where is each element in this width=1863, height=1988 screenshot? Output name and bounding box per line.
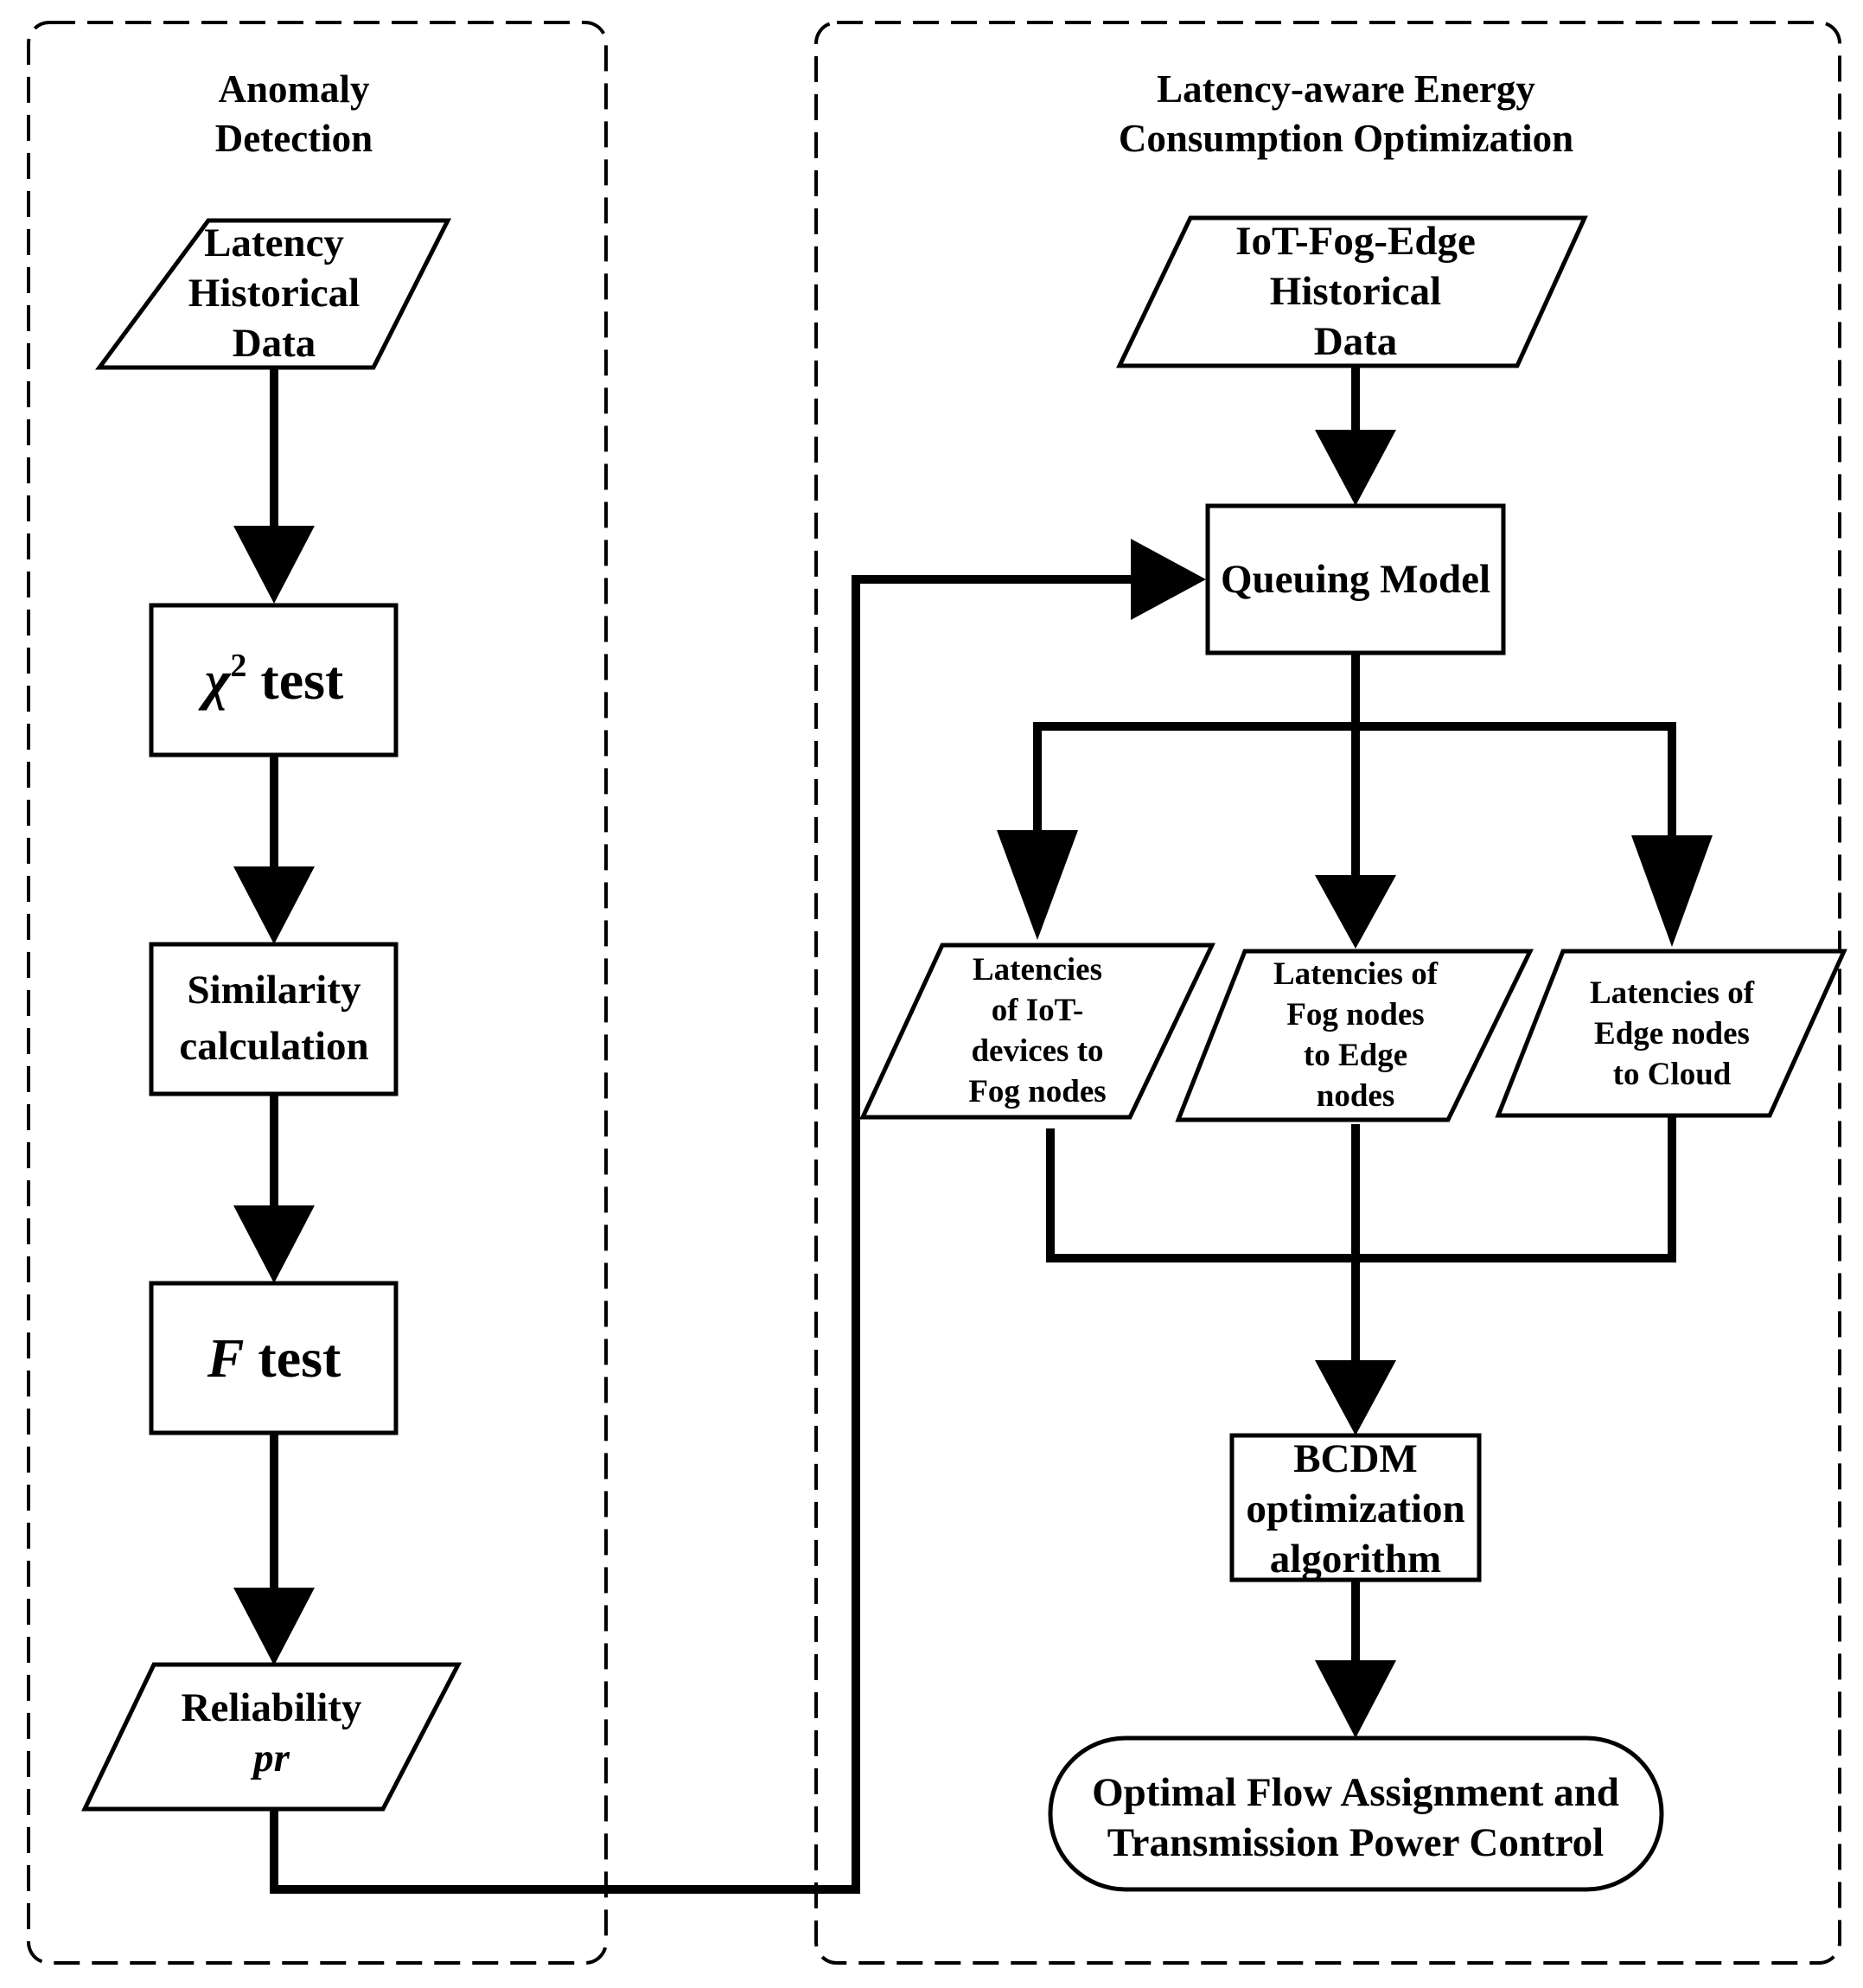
anomaly-detection-panel [27, 21, 608, 1965]
data-parallelogram [81, 1662, 463, 1812]
connectors [270, 366, 1676, 1894]
latency-fog-edge-line1: Latencies of [1273, 956, 1439, 992]
latency-edge-cloud-line1: Latencies of [1590, 975, 1755, 1011]
anomaly-detection-title-line2: Detection [215, 117, 373, 160]
data-parallelogram [859, 943, 1215, 1120]
queuing-model-node: Queuing Model [1205, 503, 1506, 655]
iot-data-label-line1: IoT-Fog-Edge [1235, 219, 1476, 264]
process-box [149, 1281, 399, 1435]
latency-fog-edge-line4: nodes [1317, 1078, 1394, 1114]
iot-fog-edge-historical-data-node: IoT-Fog-Edge Historical Data [1116, 215, 1588, 368]
arrowhead-down [997, 830, 1078, 940]
arrowhead-down [1315, 430, 1396, 506]
data-parallelogram [95, 218, 452, 370]
latency-historical-data-node: Latency Historical Data [95, 218, 452, 370]
arrowhead-down [1315, 1660, 1396, 1738]
arrowhead-down [233, 866, 315, 944]
latency-edge-to-cloud-node: Latencies of Edge nodes to Cloud [1495, 949, 1847, 1118]
latency-data-label-line3: Data [233, 321, 316, 366]
latency-fog-edge-line2: Fog nodes [1286, 997, 1424, 1032]
latency-data-label-line1: Latency [204, 221, 344, 265]
chi-square-test-label: χ2 test [198, 648, 344, 711]
bcdm-label-line1: BCDM [1293, 1436, 1418, 1481]
feedback-connector-line [270, 575, 1134, 1894]
reliability-label-line2: pr [250, 1736, 290, 1780]
output-label-line2: Transmission Power Control [1107, 1820, 1604, 1865]
latency-fog-to-edge-node: Latencies of Fog nodes to Edge nodes [1175, 949, 1534, 1122]
arrowheads [233, 430, 1713, 1738]
terminal-box [1048, 1736, 1664, 1892]
latency-edge-cloud-line2: Edge nodes [1594, 1016, 1750, 1052]
arrowhead-down [1315, 875, 1396, 949]
merge-connector-line [1046, 1115, 1676, 1262]
output-label-line1: Optimal Flow Assignment and [1092, 1770, 1619, 1815]
iot-data-label-line3: Data [1314, 319, 1398, 364]
latency-data-label-line2: Historical [188, 271, 360, 316]
similarity-label-line1: Similarity [187, 968, 361, 1013]
similarity-calculation-node: Similarity calculation [149, 942, 399, 1096]
latency-iot-fog-line3: devices to [971, 1033, 1103, 1069]
arrowhead-down [1631, 835, 1713, 947]
latency-iot-fog-line1: Latencies [973, 952, 1102, 988]
energy-optimization-panel [814, 21, 1841, 1965]
anomaly-detection-title-line1: Anomaly [218, 67, 370, 111]
latency-fog-edge-line3: to Edge [1304, 1038, 1407, 1073]
bcdm-optimization-node: BCDM optimization algorithm [1229, 1433, 1482, 1582]
data-parallelogram [1175, 949, 1534, 1122]
data-parallelogram [1116, 215, 1588, 368]
latency-iot-fog-line4: Fog nodes [968, 1074, 1106, 1109]
latency-iot-to-fog-node: Latencies of IoT- devices to Fog nodes [859, 943, 1215, 1120]
process-box [1205, 503, 1506, 655]
arrowhead-down [233, 1205, 315, 1283]
latency-edge-cloud-line3: to Cloud [1613, 1057, 1732, 1092]
reliability-node: Reliability pr [81, 1662, 463, 1812]
chi-square-test-node: χ2 test [149, 603, 399, 757]
optimal-flow-assignment-node: Optimal Flow Assignment and Transmission… [1048, 1736, 1664, 1892]
process-box [149, 603, 399, 757]
process-box [149, 942, 399, 1096]
arrowhead-right [1131, 539, 1206, 620]
reliability-label-line1: Reliability [182, 1685, 362, 1730]
f-test-label: F test [207, 1327, 341, 1389]
arrowhead-down [233, 526, 315, 604]
branch-connector-line [1033, 722, 1676, 839]
energy-optimization-title-line2: Consumption Optimization [1119, 117, 1573, 160]
iot-data-label-line2: Historical [1270, 269, 1441, 314]
energy-optimization-title-line1: Latency-aware Energy [1157, 67, 1535, 111]
process-box [1229, 1433, 1482, 1582]
similarity-label-line2: calculation [179, 1024, 368, 1069]
queuing-model-label: Queuing Model [1221, 557, 1490, 602]
data-parallelogram [1495, 949, 1847, 1118]
bcdm-label-line2: optimization [1246, 1486, 1464, 1531]
arrowhead-down [1315, 1360, 1396, 1435]
bcdm-label-line3: algorithm [1270, 1537, 1441, 1582]
arrowhead-down [233, 1588, 315, 1665]
latency-iot-fog-line2: of IoT- [992, 993, 1084, 1028]
f-test-node: F test [149, 1281, 399, 1435]
